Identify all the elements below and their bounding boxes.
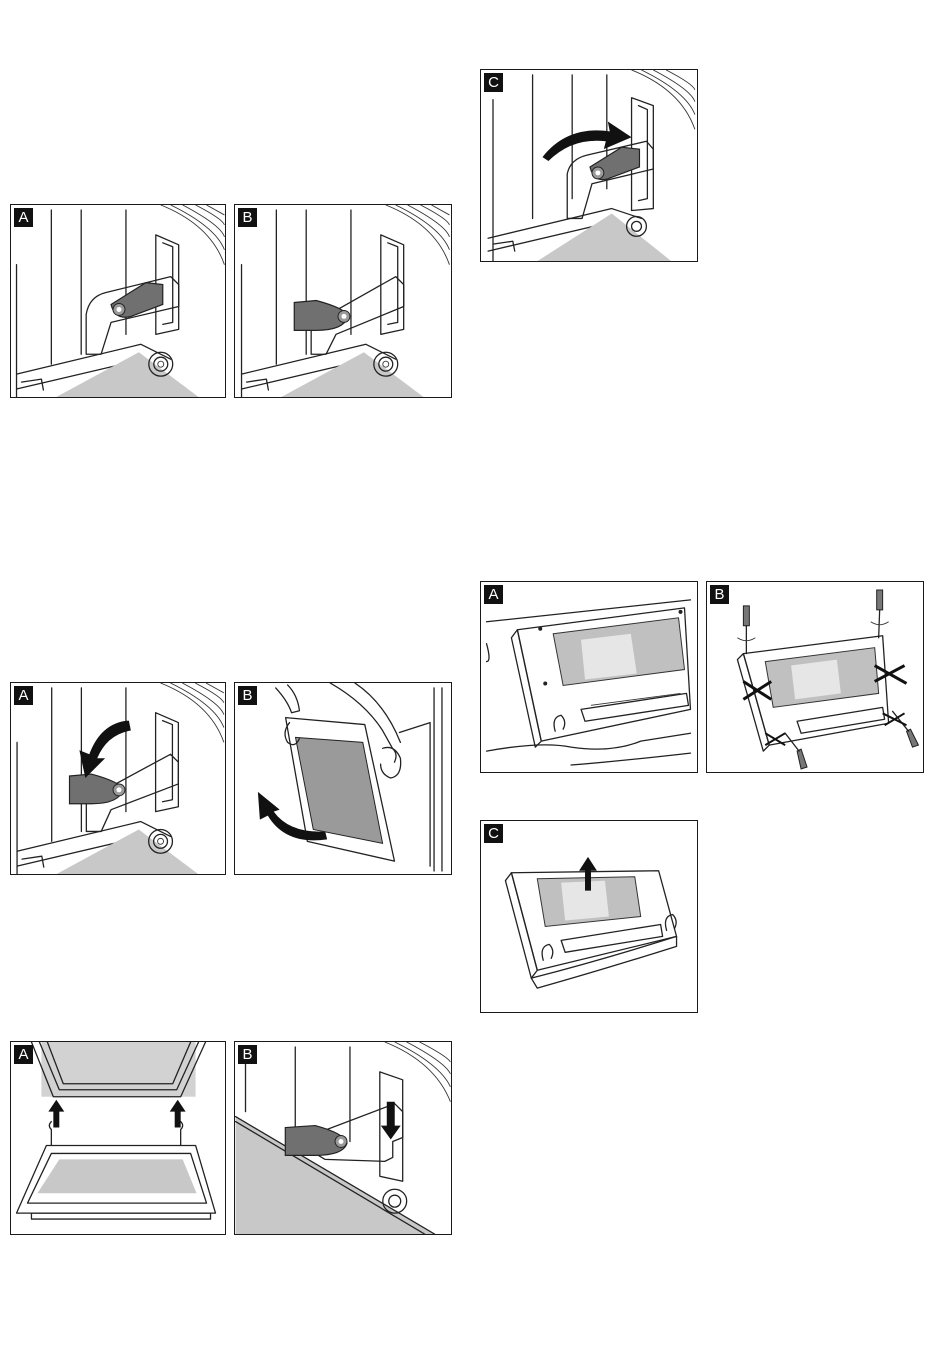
panel-label: C [484, 73, 503, 92]
illustration-hinge-unlock-b: B [234, 204, 452, 398]
hinge-lock-drawing [481, 70, 697, 261]
illustration-glass-b: B [706, 581, 924, 773]
glass-screws-drawing [707, 582, 923, 772]
hinge-fit-drawing [235, 1042, 451, 1234]
illustration-door-fit-b: B [234, 1041, 452, 1235]
panel-label: B [238, 1045, 257, 1064]
panel-label: B [710, 585, 729, 604]
door-remove-drawing [235, 683, 451, 874]
hinge-close-drawing [11, 683, 225, 874]
illustration-door-remove-b: B [234, 682, 452, 875]
panel-label: A [14, 1045, 33, 1064]
illustration-glass-c: C [480, 820, 698, 1013]
panel-label: C [484, 824, 503, 843]
illustration-hinge-lock-c: C [480, 69, 698, 262]
door-fit-drawing [11, 1042, 225, 1234]
panel-label: B [238, 208, 257, 227]
glass-lift-drawing [481, 821, 697, 1012]
panel-label: A [14, 208, 33, 227]
illustration-hinge-close-a: A [10, 682, 226, 875]
hinge-lever-down-drawing [235, 205, 451, 397]
panel-label: A [14, 686, 33, 705]
illustration-glass-a: A [480, 581, 698, 773]
illustration-hinge-unlock-a: A [10, 204, 226, 398]
panel-label: A [484, 585, 503, 604]
illustration-door-fit-a: A [10, 1041, 226, 1235]
panel-label: B [238, 686, 257, 705]
door-glass-drawing [481, 582, 697, 772]
hinge-lever-up-drawing [11, 205, 225, 397]
